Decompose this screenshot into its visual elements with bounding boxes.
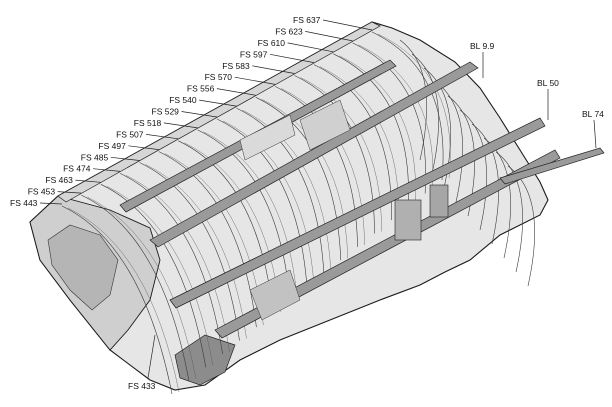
frame-rib-inner xyxy=(106,186,213,366)
fs-label: FS 529 xyxy=(152,107,180,117)
fs-leader xyxy=(322,19,373,31)
frame-rib xyxy=(61,205,173,395)
fs-leader xyxy=(252,65,295,74)
fs-label: FS 570 xyxy=(205,72,233,82)
bl-leader-3 xyxy=(593,119,597,149)
fs-leader xyxy=(163,122,198,129)
frame-rib-inner xyxy=(222,120,315,286)
fs-label: FS 583 xyxy=(222,61,250,71)
bl-labels-group: BL 9.9 BL 50 BL 74 xyxy=(470,41,604,149)
fs-label: FS 463 xyxy=(45,175,73,185)
interior-panel-3 xyxy=(299,99,351,151)
fs-leader xyxy=(216,88,256,96)
frame-rib-inner xyxy=(126,175,230,352)
frame-rib-inner xyxy=(281,88,365,245)
fs-leader xyxy=(269,53,314,63)
fuselage-body xyxy=(29,21,549,391)
fs-leader xyxy=(93,168,121,172)
frame-rib-inner xyxy=(203,131,298,299)
fs-label: FS 597 xyxy=(240,49,268,59)
fs-label: FS 497 xyxy=(98,141,126,151)
fs-label: FS 453 xyxy=(28,187,56,197)
fs-label: FS 485 xyxy=(81,152,109,162)
forward-frame xyxy=(495,151,523,273)
fs-leader xyxy=(234,76,276,85)
longeron-1 xyxy=(149,61,479,248)
interior-details xyxy=(239,99,449,321)
fs-label: FS 610 xyxy=(258,38,286,48)
longeron-2 xyxy=(169,117,546,309)
frame-rib xyxy=(119,173,223,354)
frame-rib-inner xyxy=(242,109,332,272)
fs-label: FS 443 xyxy=(10,198,38,208)
longerons-group xyxy=(119,59,605,339)
fs-label: FS 637 xyxy=(293,15,321,25)
bl-label-3: BL 74 xyxy=(582,109,604,119)
frame-rib-inner xyxy=(145,164,247,339)
bottom-fs-label: FS 433 xyxy=(128,334,156,391)
upper-sill xyxy=(57,21,381,203)
forward-frame xyxy=(411,53,439,175)
bottom-fs-text: FS 433 xyxy=(128,381,156,391)
fs-leader xyxy=(199,99,237,107)
fs-label: FS 518 xyxy=(134,118,162,128)
forward-frame xyxy=(471,123,499,245)
frame-rib xyxy=(216,118,308,288)
frame-rib-inner xyxy=(87,196,197,379)
fs-leader xyxy=(128,145,159,150)
interior-panel-5 xyxy=(249,269,301,321)
frame-rib xyxy=(197,129,291,301)
bl-label-1: BL 9.9 xyxy=(470,41,495,51)
aft-bulkhead-cutout xyxy=(47,224,119,311)
frame-rib xyxy=(139,162,240,341)
fs-leader xyxy=(57,191,82,194)
frame-rib xyxy=(100,184,207,368)
forward-frame xyxy=(399,39,427,161)
fs-label: FS 474 xyxy=(63,164,91,174)
fs-label: FS 623 xyxy=(275,26,303,36)
fuselage-outline xyxy=(29,21,549,391)
bl-label-2: BL 50 xyxy=(537,78,559,88)
fs-label: FS 556 xyxy=(187,84,215,94)
interior-panel-4 xyxy=(239,114,296,161)
interior-panel-1 xyxy=(394,199,422,241)
fs-leader xyxy=(305,31,353,42)
frame-rib xyxy=(158,151,257,328)
bottom-fs-leader xyxy=(147,334,156,379)
interior-panel-2 xyxy=(429,184,449,218)
fs-leader xyxy=(75,179,101,183)
frame-rib-inner xyxy=(67,207,180,393)
frame-rib xyxy=(81,194,190,381)
fs-leader xyxy=(39,202,63,205)
forward-frame xyxy=(435,81,463,203)
fs-leader xyxy=(181,111,218,118)
fs-label: FS 507 xyxy=(116,129,144,139)
frame-rib-inner xyxy=(261,99,348,259)
fs-leader xyxy=(287,42,334,53)
lower-keel-panel xyxy=(174,334,236,386)
fs-leader xyxy=(110,156,140,161)
fs-leader xyxy=(146,134,179,140)
fs-label: FS 540 xyxy=(169,95,197,105)
bl74-rail xyxy=(499,147,605,185)
